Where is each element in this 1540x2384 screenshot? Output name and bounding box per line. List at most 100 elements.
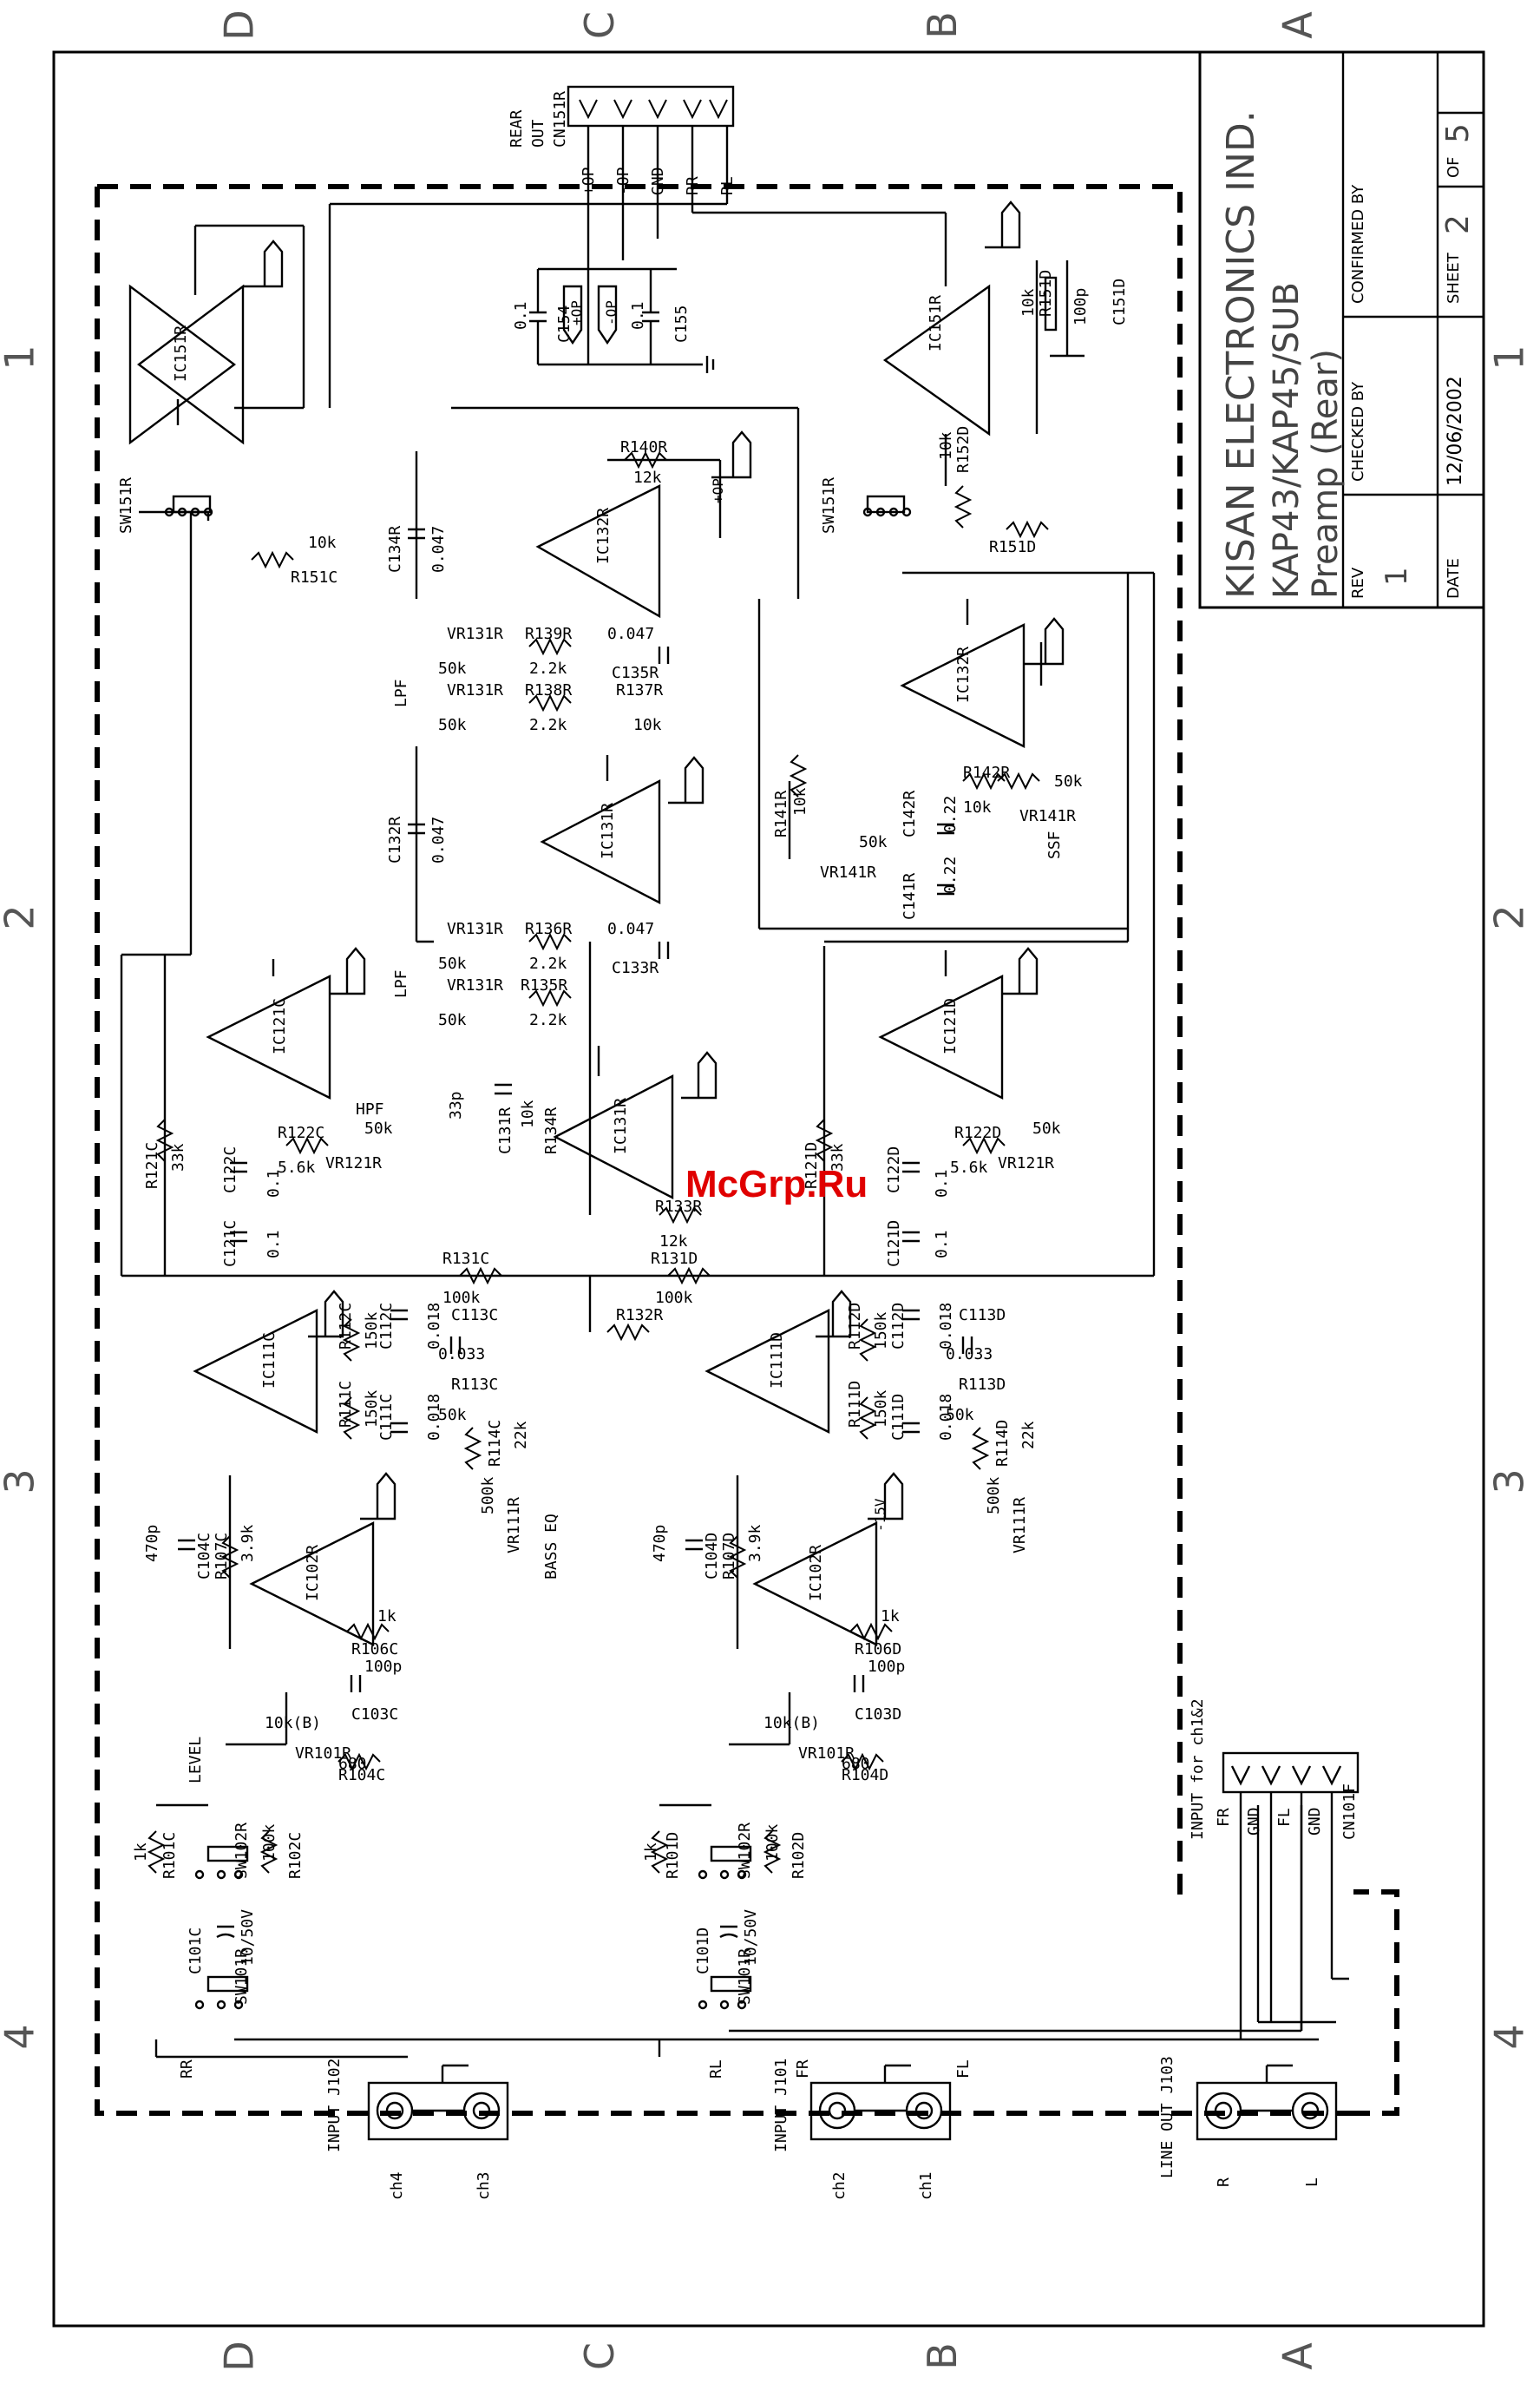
ref-r107d: R107D [720,1532,738,1579]
zone-col-top-3: B [918,11,966,39]
ref-r121c: R121C [143,1141,161,1189]
val-c142r: 0.22 [941,795,960,833]
val-r131d: 100k [655,1289,693,1307]
jack-j102-top-l: RR [178,2059,196,2079]
section-bass-eq: BASS EQ [542,1514,560,1579]
ref-c112d: C112D [889,1302,908,1350]
val-r122c: 5.6k [278,1159,316,1177]
ref-r151d-b: R151D [989,538,1037,556]
val-c122c: 0.1 [265,1169,283,1198]
val-vr121r-a: 50k [364,1120,393,1138]
section-lpf-1: LPF [392,679,410,707]
jack-j103-right: L [1303,2177,1321,2187]
watermark-text: McGrp.Ru [685,1163,868,1205]
val-c135r: 0.047 [607,625,655,643]
ref-c133r: C133R [612,959,659,977]
ref-ic132r-b: IC132R [954,646,973,703]
ref-r113c: R113C [451,1376,499,1394]
val-supply-neg15: -15V [872,1498,888,1532]
val-r139r: 2.2k [529,660,567,678]
zone-row-right-1: 1 [1485,345,1533,371]
ref-r152d: R152D [954,425,973,473]
zone-col-bottom-1: D [215,2341,263,2372]
ref-vr131r-b: VR131R [447,681,504,699]
ref-r135r: R135R [521,976,568,995]
sheet-border [52,50,1485,2328]
ref-r102d: R102D [790,1831,808,1879]
ref-r122d: R122D [954,1124,1002,1142]
val-r107d: 3.9k [746,1524,764,1562]
val-c121c: 0.1 [265,1230,283,1258]
zone-row-right-2: 2 [1485,904,1533,930]
val-c155: 0.1 [629,301,647,330]
val-r106c: 1k [377,1607,396,1625]
jack-j101-left: ch2 [830,2171,849,2200]
zone-row-left-2: 2 [0,904,43,930]
jack-j103-left: R [1215,2177,1233,2187]
val-c141r: 0.22 [941,856,960,894]
checked-by-label: CHECKED BY [1349,381,1367,482]
opamp-ic151r-right [882,200,1085,486]
input-connector [1222,1751,1360,2039]
input-cn-pin-4: GND [1306,1807,1324,1836]
ref-sw102r-a: SW102R [233,1822,251,1879]
rear-out-pin-3: GND [649,167,667,195]
ref-sw151r-a: SW151R [117,476,135,534]
decoupling-caps [529,267,715,373]
switches [164,495,912,2010]
val-r111c: 150k [363,1389,381,1428]
jack-j102-top-r: RL [707,2059,725,2079]
title-block [1198,50,1485,609]
val-r140r: 12k [633,469,662,487]
val-r152d: 10k [937,431,955,460]
val-r114c: 22k [512,1421,530,1449]
val-vr131r-b: 50k [438,716,467,734]
ref-r113d: R113D [959,1376,1006,1394]
val-c151d: 100p [1071,287,1090,325]
val-c112d: 0.018 [937,1302,955,1350]
jack-j101-right: ch1 [917,2171,935,2200]
ref-ic151r-b: IC151R [927,294,945,351]
ref-c132r: C132R [386,816,404,864]
opamp-ic131r [540,755,704,904]
val-c113d: 0.033 [946,1345,993,1363]
ref-r122c: R122C [278,1124,325,1142]
model-name: KAP43/KAP45/SUB [1267,282,1307,599]
val-r151d: 10k [1019,288,1038,317]
ref-c134r: C134R [386,525,404,573]
ref-vr131r-a: VR131R [447,625,504,643]
ref-c104c: C104C [195,1532,213,1579]
ref-r111c: R111C [337,1380,355,1428]
val-r138r: 2.2k [529,716,567,734]
rear-out-connector [328,85,946,408]
val-vr111r-a: 500k [479,1476,497,1514]
ref-r102c: R102C [286,1831,305,1879]
ref-r137r: R137R [616,681,664,699]
ref-c122c: C122C [221,1146,239,1193]
ref-r114c: R114C [486,1419,504,1467]
ref-c101c: C101C [187,1927,205,1974]
ref-ic131r-b: IC131R [612,1097,630,1154]
opamp-ic151r-left [128,224,305,445]
zone-col-bottom-2: C [576,2341,624,2371]
input-cn-pin-1: FR [1215,1808,1233,1827]
ref-c104d: C104D [703,1532,721,1579]
val-r112c: 150k [363,1311,381,1350]
rear-out-pin-2: -OP [614,167,632,195]
input-cn-pin-3: FL [1275,1808,1294,1827]
ref-vr111r-b: VR111R [1011,1496,1029,1553]
ref-r141r: R141R [772,790,790,837]
confirmed-by-label: CONFIRMED BY [1349,184,1367,304]
ref-sw151r-b: SW151R [820,476,838,534]
rear-out-pin-1: +OP [580,167,598,195]
ref-c122d: C122D [885,1146,903,1193]
ref-c121d: C121D [885,1219,903,1267]
val-r107c: 3.9k [239,1524,257,1562]
opamp-ic132r [535,430,752,619]
val-c103c: 100p [364,1658,403,1676]
opamp-ic111d [704,1290,852,1434]
sheet-value: 2 [1440,214,1476,234]
ref-r151c: R151C [291,568,338,587]
zone-row-left-1: 1 [0,345,43,371]
jack-j102-left: ch4 [388,2171,406,2200]
